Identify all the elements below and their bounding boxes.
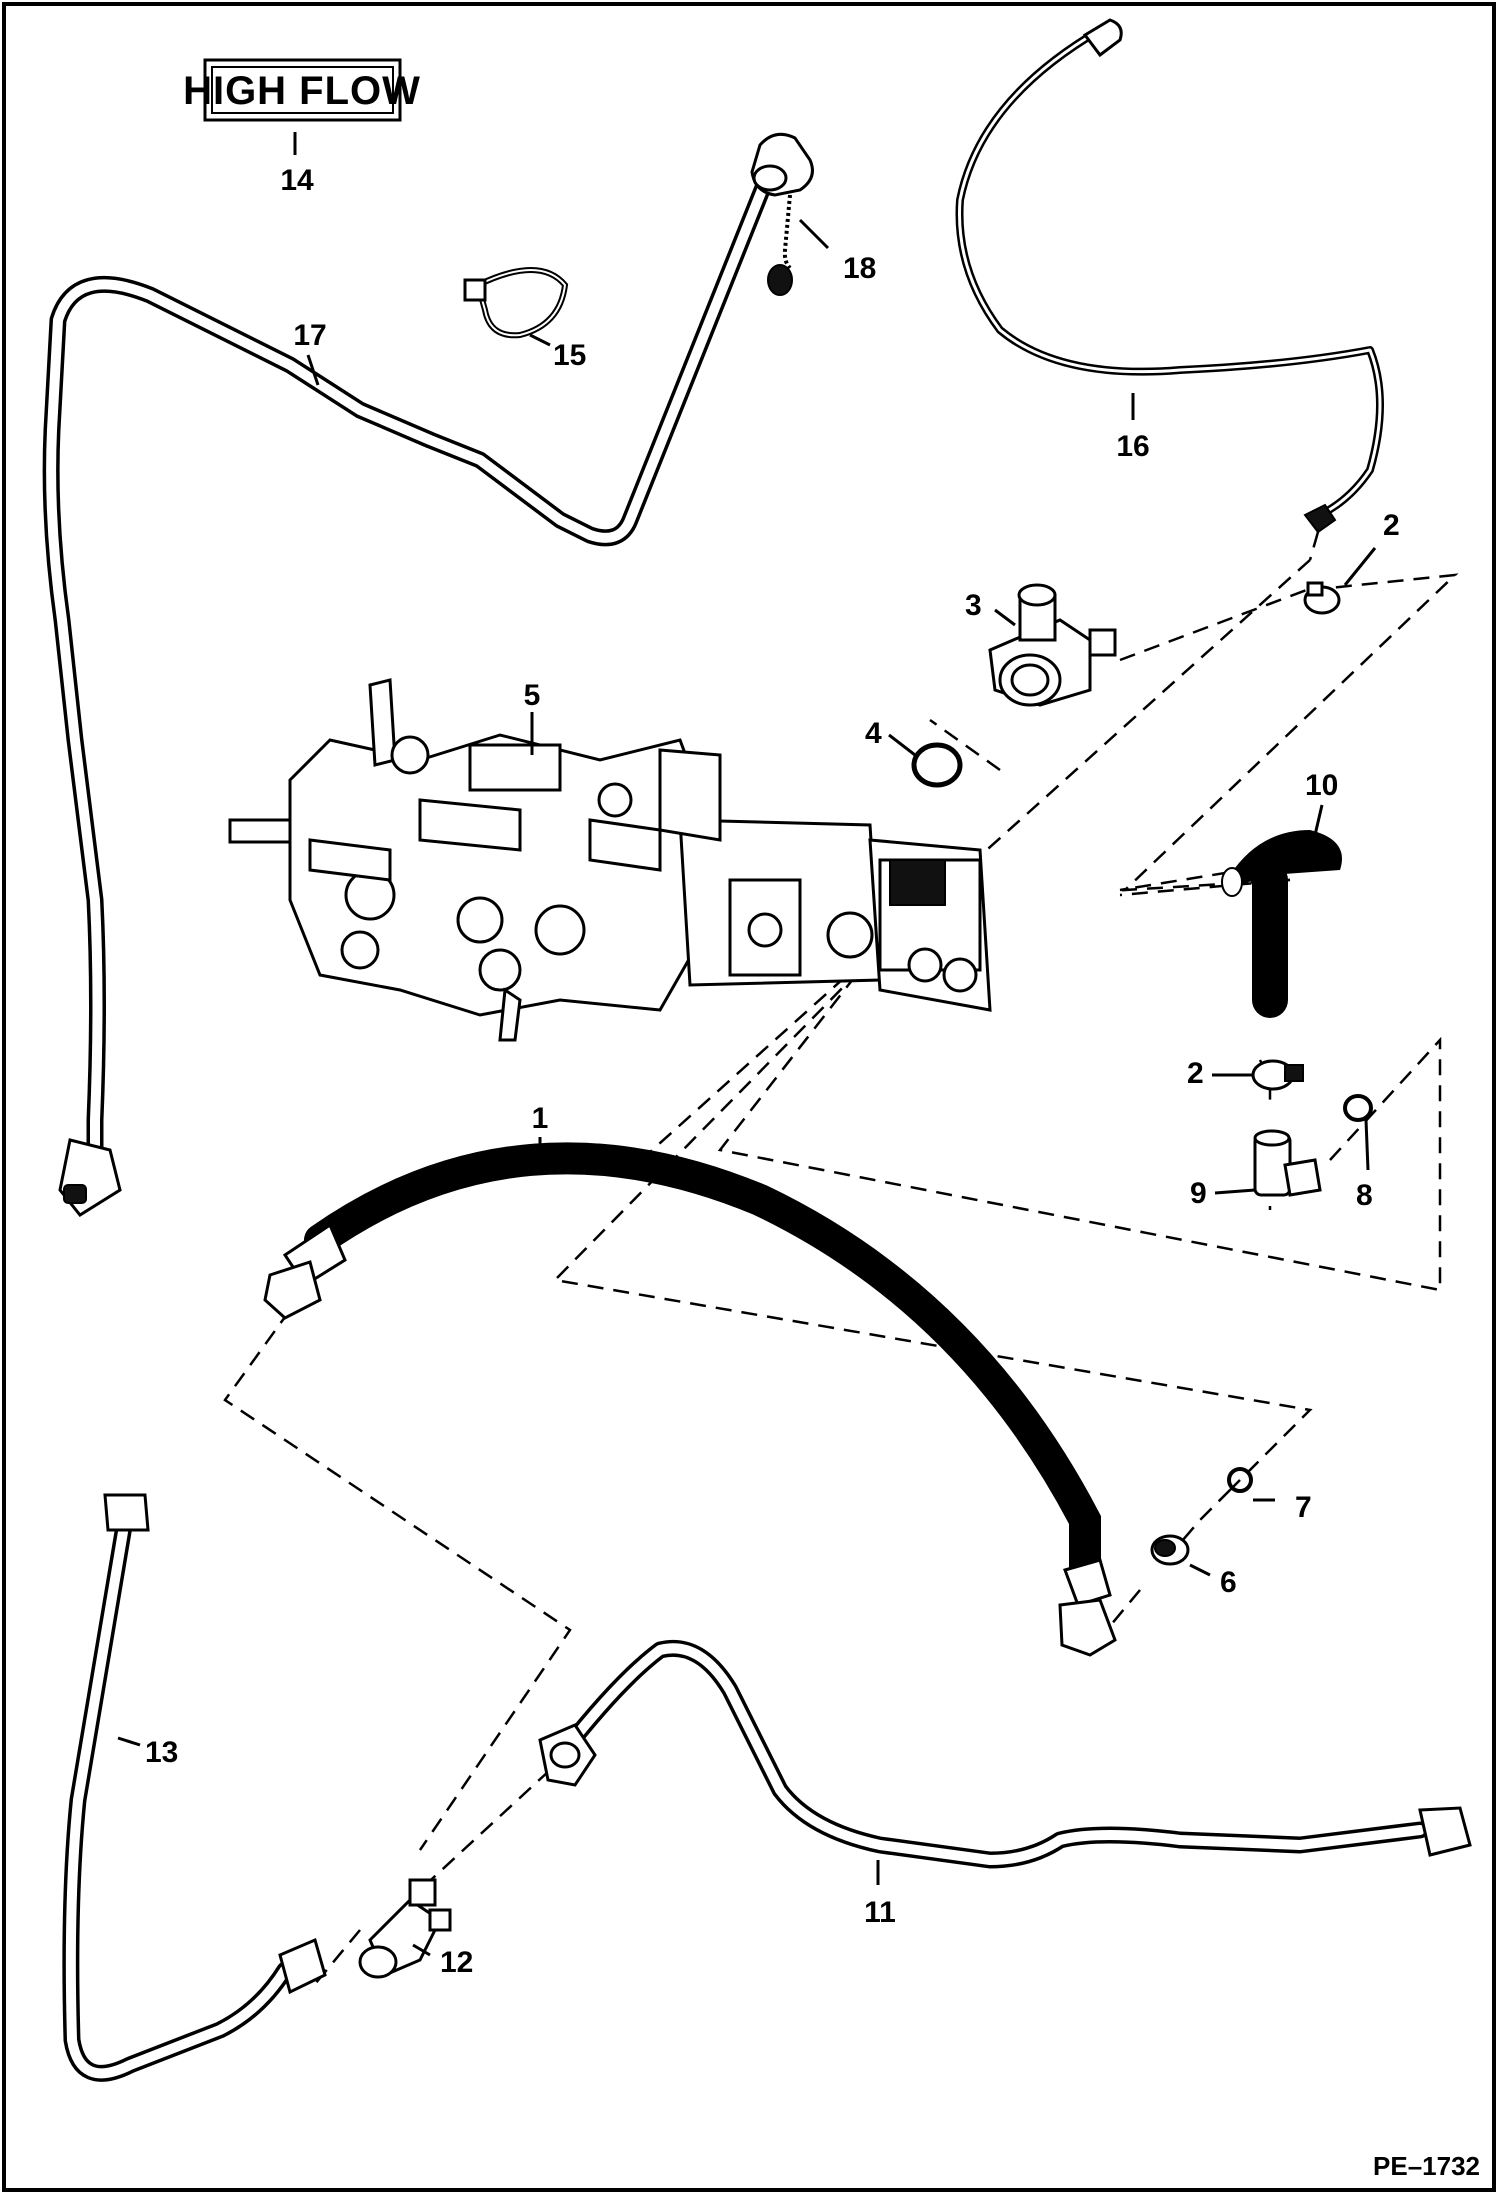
callout-7: 7 xyxy=(1295,1491,1312,1524)
callout-10: 10 xyxy=(1305,769,1338,802)
clamp-2-upper xyxy=(1303,581,1341,615)
tee-fitting-12 xyxy=(358,1878,452,1979)
wire-harness-17 xyxy=(42,132,814,1217)
pump-assembly-5 xyxy=(228,678,992,1042)
high-flow-decal: HIGH FLOW xyxy=(183,58,421,122)
elbow-fitting-9 xyxy=(1253,1129,1322,1197)
callout-2b: 2 xyxy=(1187,1057,1204,1090)
callout-5: 5 xyxy=(524,679,541,712)
callout-6: 6 xyxy=(1220,1566,1237,1599)
fitting-6 xyxy=(1150,1534,1190,1566)
o-ring-7 xyxy=(1227,1467,1253,1493)
callout-14: 14 xyxy=(280,164,314,197)
tube-11 xyxy=(538,1639,1472,1869)
callout-12: 12 xyxy=(440,1946,473,1979)
callout-11: 11 xyxy=(864,1896,896,1929)
callout-4: 4 xyxy=(865,717,882,750)
callout-9: 9 xyxy=(1190,1177,1207,1210)
callout-1: 1 xyxy=(532,1102,549,1135)
decal-text: HIGH FLOW xyxy=(183,69,421,113)
tube-13 xyxy=(62,1493,327,2082)
figure-id: PE–1732 xyxy=(1373,2151,1480,2181)
callout-16: 16 xyxy=(1116,430,1149,463)
callout-labels: 14 17 15 18 16 2 3 4 5 10 2 8 9 1 7 6 11… xyxy=(145,164,1400,1979)
o-ring-4 xyxy=(911,742,963,788)
fitting-3 xyxy=(988,583,1117,707)
callout-13: 13 xyxy=(145,1736,178,1769)
callout-8: 8 xyxy=(1356,1179,1373,1212)
hose-10 xyxy=(1221,830,1342,1018)
leader-lines xyxy=(117,132,1377,1957)
callout-15: 15 xyxy=(553,339,586,372)
cable-tie-15 xyxy=(463,267,569,339)
o-ring-8 xyxy=(1343,1094,1373,1122)
wire-16 xyxy=(955,18,1384,534)
callout-2a: 2 xyxy=(1383,509,1400,542)
callout-3: 3 xyxy=(965,589,982,622)
callout-18: 18 xyxy=(843,252,876,285)
clamp-2-lower xyxy=(1251,1059,1304,1091)
plug-18 xyxy=(767,194,793,296)
callout-17: 17 xyxy=(293,319,326,352)
hose-1 xyxy=(263,1142,1117,1657)
